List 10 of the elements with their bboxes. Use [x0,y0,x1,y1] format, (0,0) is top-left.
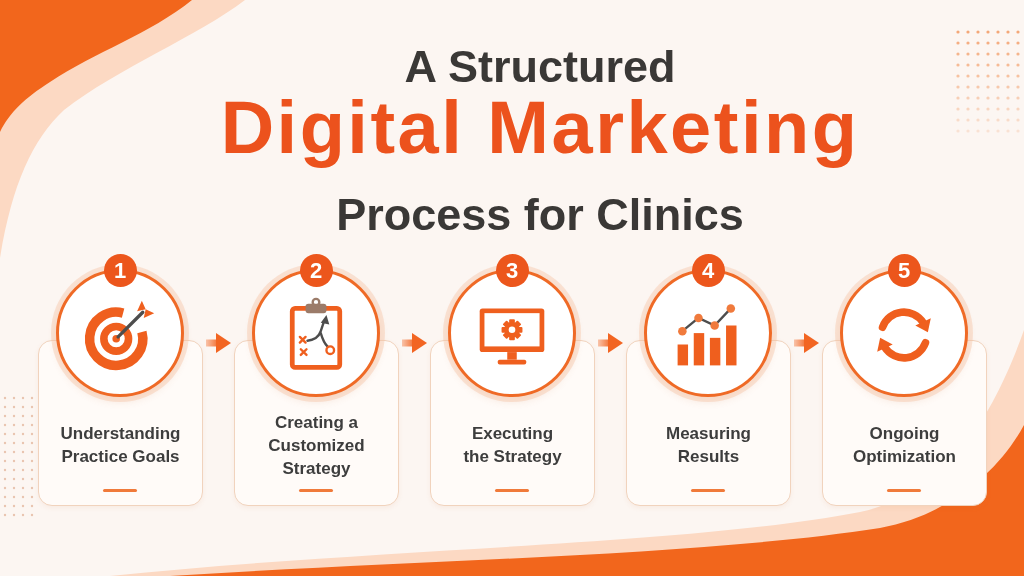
step-title: Understanding Practice Goals [59,423,182,468]
step-title: Ongoing Optimization [852,423,957,468]
arrow [794,333,819,353]
step-title: Executing the Strategy [462,423,563,468]
arrow [402,333,427,353]
arrow [206,333,231,353]
step-title: Creating a Customized Strategy [267,411,366,480]
arrow [598,333,623,353]
title: A Structured Digital Marketing Process for Clinics [220,42,860,240]
step-title: Measuring Results [665,423,752,468]
